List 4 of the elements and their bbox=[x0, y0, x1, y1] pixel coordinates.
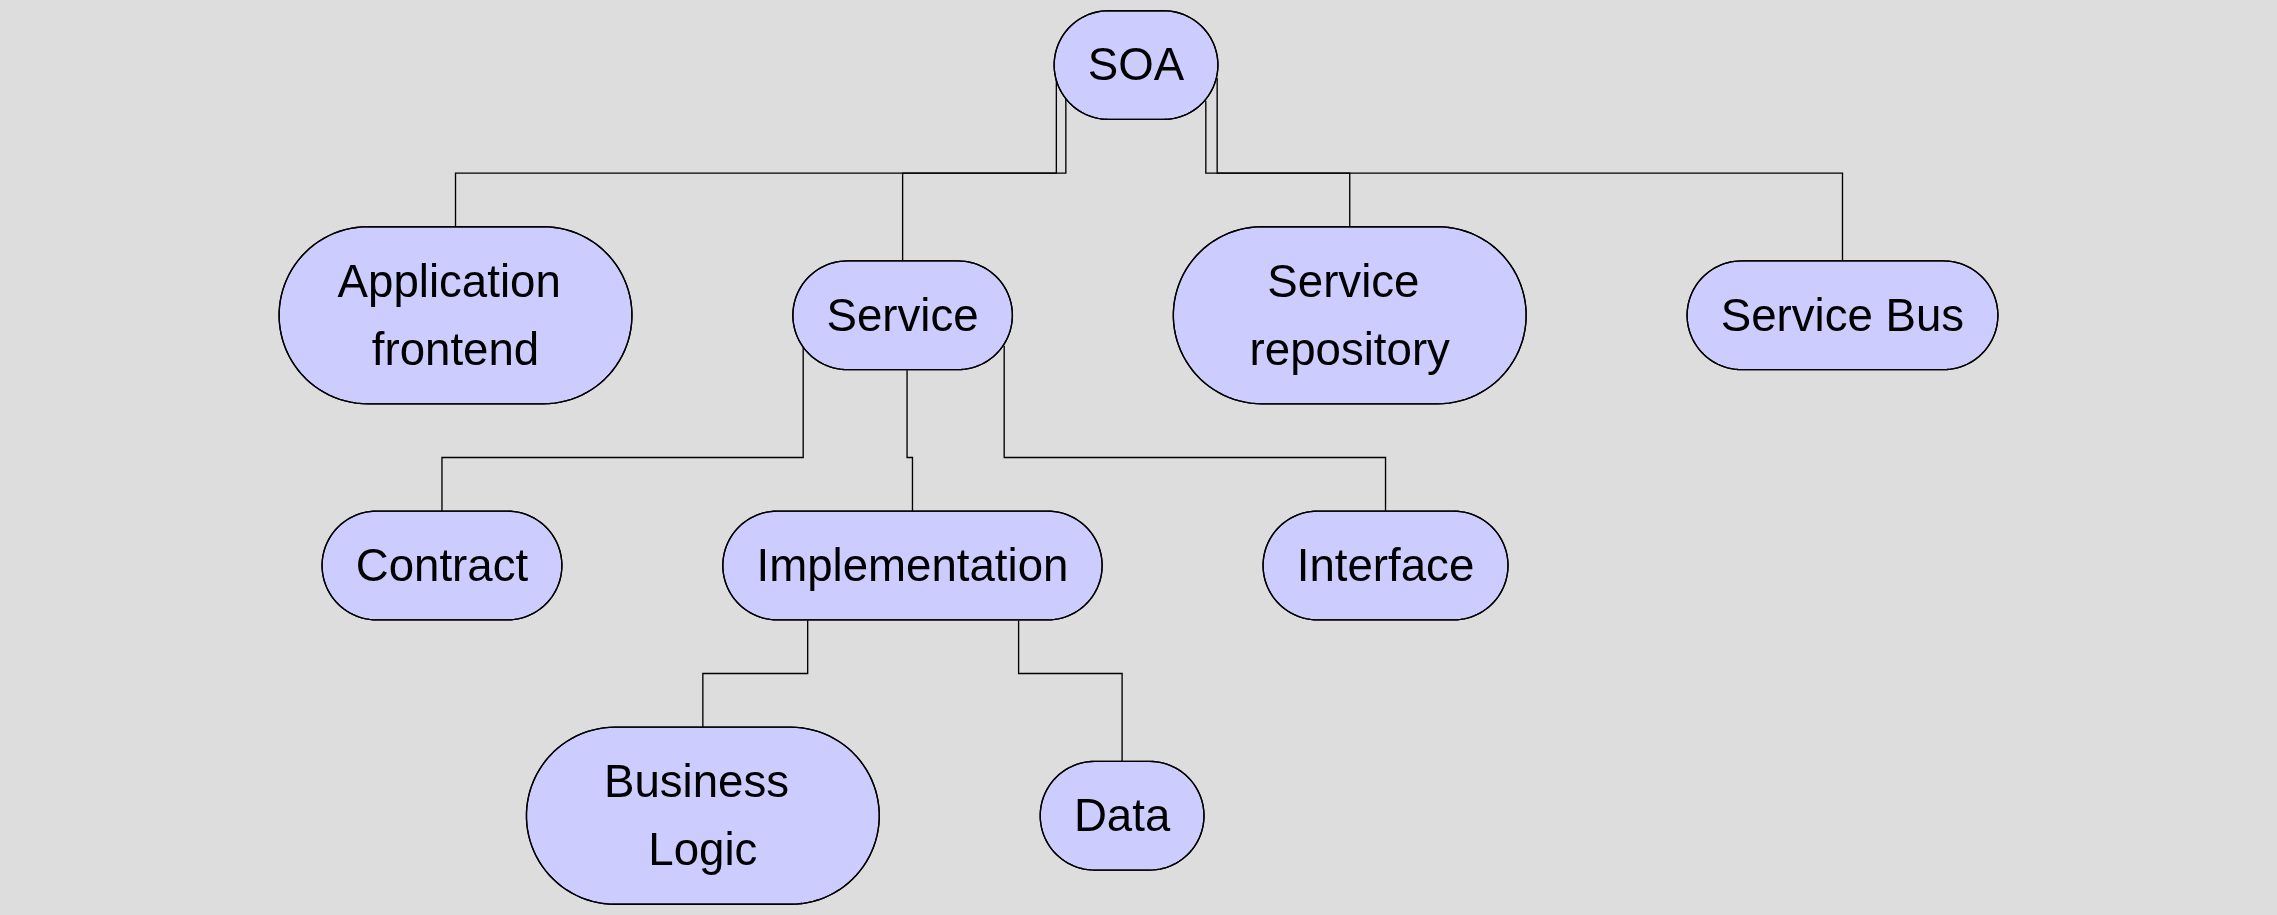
connector bbox=[1017, 619, 1124, 763]
connector bbox=[906, 369, 914, 513]
connector bbox=[1003, 345, 1387, 513]
connector bbox=[702, 619, 809, 729]
